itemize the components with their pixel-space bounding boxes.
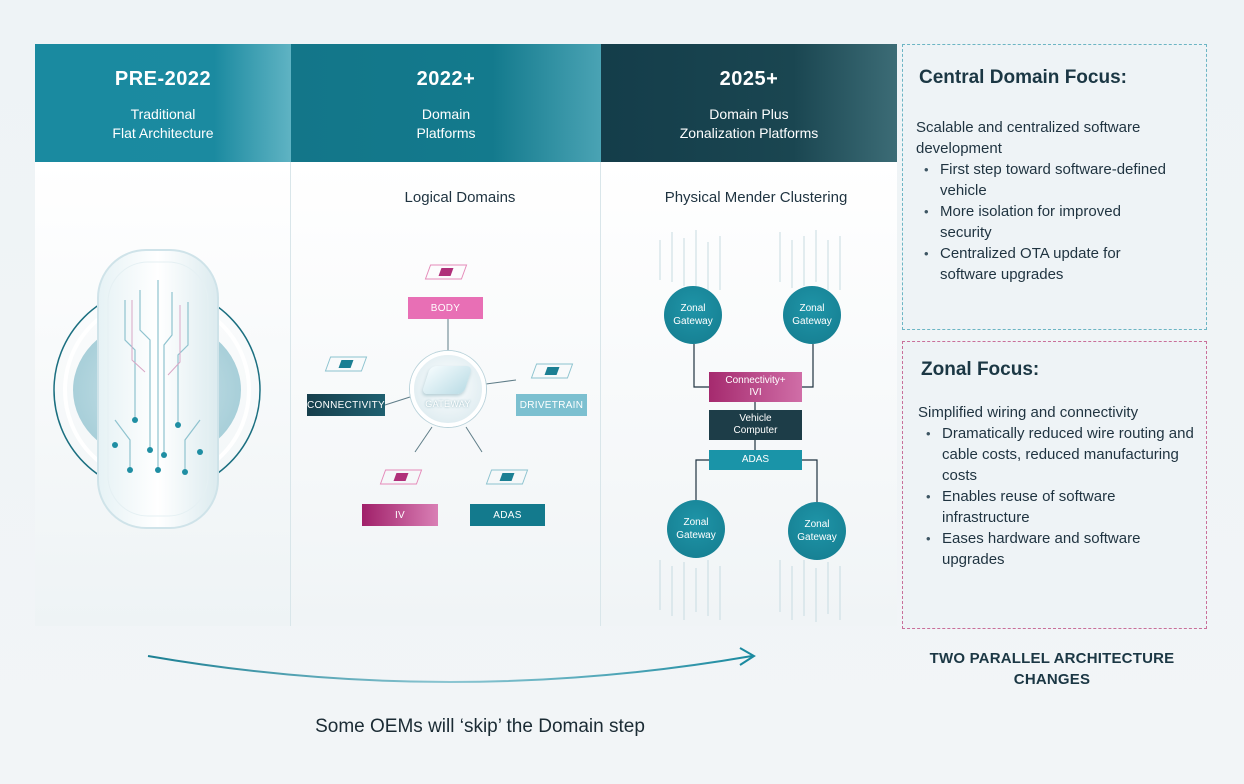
- zonal-focus-panel: Zonal Focus: Simplified wiring and conne…: [902, 341, 1207, 629]
- era-subtitle: Domain Platforms: [416, 106, 476, 141]
- domain-connectivity-label: CONNECTIVITY: [307, 394, 385, 416]
- era-label: 2022+: [416, 68, 476, 90]
- era-label: 2025+: [719, 68, 779, 90]
- panel-title: Central Domain Focus:: [919, 67, 1127, 88]
- logical-domains-title: Logical Domains: [404, 189, 516, 206]
- panel-bullets: Dramatically reduced wire routing and ca…: [918, 423, 1198, 570]
- panel-lead: Scalable and centralized software develo…: [916, 119, 1141, 157]
- car-illustration: [53, 249, 261, 529]
- panel-lead: Simplified wiring and connectivity: [918, 404, 1139, 421]
- list-item: More isolation for improved security: [916, 201, 1176, 243]
- skip-arrow: [147, 647, 756, 683]
- connectivity-ivi-box: Connectivity+ IVI: [709, 372, 802, 402]
- domain-connectors: [384, 318, 517, 453]
- zonal-adas-box: ADAS: [709, 450, 802, 470]
- zonal-gateway-node: Zonal Gateway: [788, 502, 846, 560]
- zonal-connectors: [693, 344, 818, 502]
- domain-body-label: BODY: [408, 297, 483, 319]
- domain-adas-label: ADAS: [470, 504, 545, 526]
- zonal-gateway-node: Zonal Gateway: [667, 500, 725, 558]
- skip-note: Some OEMs will ‘skip’ the Domain step: [315, 716, 645, 737]
- list-item: Eases hardware and software upgrades: [918, 528, 1198, 570]
- chip-icons: [324, 264, 574, 485]
- panel-title: Zonal Focus:: [921, 359, 1040, 380]
- zonal-gateway-node: Zonal Gateway: [664, 286, 722, 344]
- vehicle-computer-box: Vehicle Computer: [709, 410, 802, 440]
- era-subtitle: Domain Plus Zonalization Platforms: [679, 106, 819, 141]
- list-item: Centralized OTA update for software upgr…: [916, 243, 1176, 285]
- zonal-gateway-node: Zonal Gateway: [783, 286, 841, 344]
- domain-iv-label: IV: [362, 504, 438, 526]
- header-pre-2022: PRE-2022 Traditional Flat Architecture: [35, 44, 291, 162]
- gateway-label: GATEWAY: [425, 399, 471, 409]
- central-domain-panel: Central Domain Focus: Scalable and centr…: [902, 44, 1207, 330]
- panel-bullets: First step toward software-defined vehic…: [916, 159, 1176, 285]
- header-2022-plus: 2022+ Domain Platforms: [291, 44, 601, 162]
- era-label: PRE-2022: [114, 68, 212, 90]
- list-item: Dramatically reduced wire routing and ca…: [918, 423, 1198, 486]
- physical-clustering-title: Physical Mender Clustering: [664, 189, 848, 206]
- header-2025-plus: 2025+ Domain Plus Zonalization Platforms: [601, 44, 897, 162]
- zonal-traces: [659, 230, 841, 622]
- domain-drivetrain-label: DRIVETRAIN: [516, 394, 587, 416]
- list-item: Enables reuse of software infrastructure: [918, 486, 1198, 528]
- list-item: First step toward software-defined vehic…: [916, 159, 1176, 201]
- era-subtitle: Traditional Flat Architecture: [112, 106, 214, 141]
- parallel-changes-note: TWO PARALLEL ARCHITECTURE CHANGES: [929, 650, 1175, 688]
